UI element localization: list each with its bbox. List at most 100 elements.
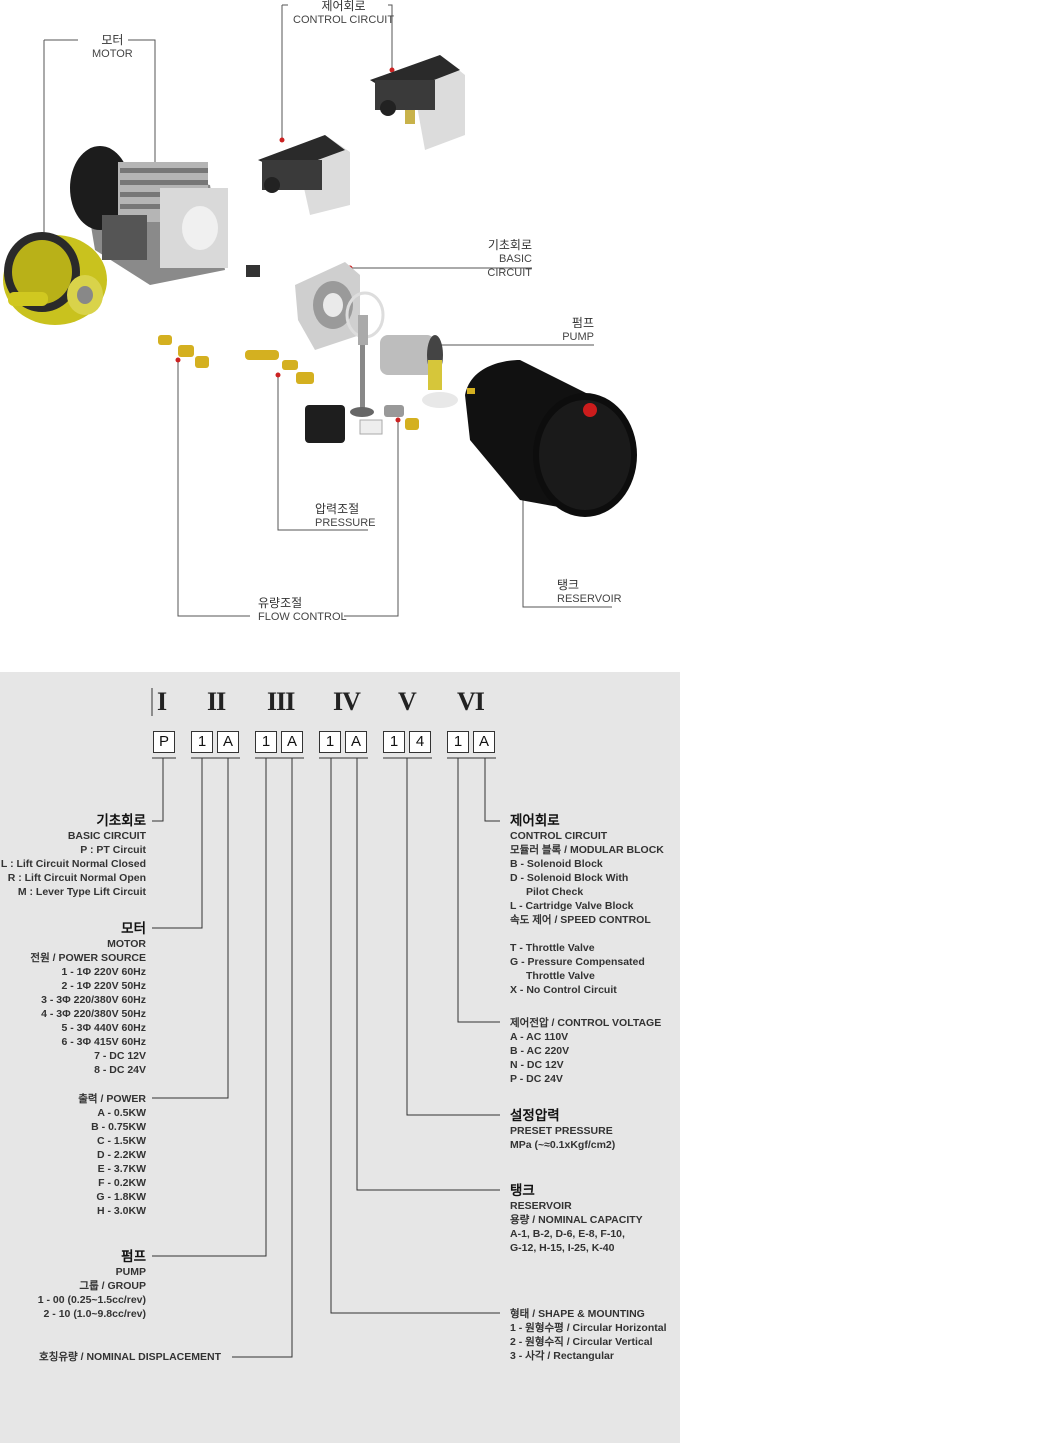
roman-2: II <box>207 687 226 716</box>
callout-flow-control: 유량조절 FLOW CONTROL <box>258 596 347 624</box>
group-shape-mounting: 형태 / SHAPE & MOUNTING 1 - 원형수평 / Circula… <box>510 1307 678 1363</box>
basic-item: M : Lever Type Lift Circuit <box>17 886 146 898</box>
group-pump: 펌프 PUMP 그룹 / GROUP 1 - 00 (0.25~1.5cc/re… <box>0 1249 146 1321</box>
callout-pump-en: PUMP <box>562 331 594 343</box>
code-box-basic: P <box>153 731 175 753</box>
control-sub3: 속도 제어 / SPEED CONTROL <box>510 914 651 926</box>
callout-flow-en: FLOW CONTROL <box>258 611 347 623</box>
pump-title: 펌프 <box>121 1249 146 1264</box>
reservoir-item: A-1, B-2, D-6, E-8, F-10, <box>510 1228 625 1240</box>
control-item2: Throttle Valve <box>526 970 595 982</box>
motor-item: 3 - 3Φ 220/380V 60Hz <box>41 994 146 1006</box>
coupling-part <box>246 265 260 277</box>
motor-sub2: 전원 / POWER SOURCE <box>30 952 146 964</box>
solenoid-valve-part <box>305 405 404 443</box>
callout-pressure-ko: 압력조절 <box>315 502 360 516</box>
motor-end-cover <box>3 232 107 325</box>
reservoir-sub2: 용량 / NOMINAL CAPACITY <box>510 1214 643 1226</box>
displacement-sub: 호칭유량 / NOMINAL DISPLACEMENT <box>39 1351 221 1363</box>
basic-title: 기초회로 <box>96 813 146 828</box>
callout-basic-ko: 기초회로 <box>487 238 532 252</box>
code-box-reservoir-shape: 1 <box>319 731 341 753</box>
power-item: F - 0.2KW <box>98 1177 146 1189</box>
group-displacement: 호칭유량 / NOMINAL DISPLACEMENT <box>0 1350 221 1364</box>
motor-body <box>70 146 228 285</box>
voltage-item: B - AC 220V <box>510 1045 570 1057</box>
group-control-circuit: 제어회로 CONTROL CIRCUIT 모듈러 블록 / MODULAR BL… <box>510 813 678 997</box>
power-item: H - 3.0KW <box>96 1205 146 1217</box>
group-motor: 모터 MOTOR 전원 / POWER SOURCE 1 - 1Φ 220V 6… <box>0 921 146 1077</box>
power-item: G - 1.8KW <box>96 1191 146 1203</box>
roman-1: I <box>157 687 167 716</box>
callout-basic-en: BASIC CIRCUIT <box>487 253 532 279</box>
motor-item: 1 - 1Φ 220V 60Hz <box>61 966 147 978</box>
motor-item: 4 - 3Φ 220/380V 50Hz <box>41 1008 146 1020</box>
pressure-title: 설정압력 <box>510 1108 560 1123</box>
pump-item: 1 - 00 (0.25~1.5cc/rev) <box>37 1294 146 1306</box>
callout-reservoir: 탱크 RESERVOIR <box>557 578 622 606</box>
control-title: 제어회로 <box>510 813 560 828</box>
flow-control-fittings <box>158 335 419 430</box>
callout-motor: 모터 MOTOR <box>92 33 133 61</box>
motor-item: 6 - 3Φ 415V 60Hz <box>61 1036 147 1048</box>
shape-sub: 형태 / SHAPE & MOUNTING <box>510 1308 645 1320</box>
pump-sub2: 그룹 / GROUP <box>79 1280 146 1292</box>
code-box-reservoir-capacity: A <box>345 731 367 753</box>
control-item2: G - Pressure Compensated <box>510 956 645 968</box>
code-box-control-voltage: 1 <box>447 731 469 753</box>
reservoir-sub: RESERVOIR <box>510 1200 572 1212</box>
callout-control-circuit: 제어회로 CONTROL CIRCUIT <box>293 0 394 27</box>
control-sub2: 모듈러 블록 / MODULAR BLOCK <box>510 844 664 856</box>
callout-pressure-en: PRESSURE <box>315 517 376 529</box>
voltage-item: N - DC 12V <box>510 1059 564 1071</box>
reservoir-item: G-12, H-15, I-25, K-40 <box>510 1242 615 1254</box>
roman-3: III <box>267 687 295 716</box>
power-sub: 출력 / POWER <box>78 1093 146 1105</box>
roman-6: VI <box>457 687 485 716</box>
pump-unit <box>380 335 458 408</box>
callout-control-ko: 제어회로 <box>321 0 366 13</box>
code-box-pump-group: 1 <box>255 731 277 753</box>
pump-sub: PUMP <box>115 1266 146 1278</box>
power-item: A - 0.5KW <box>97 1107 146 1119</box>
control-item: Pilot Check <box>526 886 584 898</box>
control-item2: X - No Control Circuit <box>510 984 617 996</box>
callout-basic-circuit: 기초회로 BASIC CIRCUIT <box>462 238 532 280</box>
group-preset-pressure: 설정압력 PRESET PRESSURE MPa (~≈0.1xKgf/cm2) <box>510 1108 678 1152</box>
group-reservoir: 탱크 RESERVOIR 용량 / NOMINAL CAPACITY A-1, … <box>510 1183 678 1255</box>
model-code-panel <box>0 672 680 1443</box>
control-item: D - Solenoid Block With <box>510 872 629 884</box>
exploded-assembly-illustration <box>3 4 637 617</box>
voltage-item: P - DC 24V <box>510 1073 563 1085</box>
basic-item: R : Lift Circuit Normal Open <box>7 872 146 884</box>
callout-control-en: CONTROL CIRCUIT <box>293 14 395 26</box>
roman-4: IV <box>333 687 361 716</box>
control-circuit-block-lower <box>258 135 350 215</box>
control-item2: T - Throttle Valve <box>510 942 595 954</box>
suction-pipe-filter <box>350 315 374 417</box>
pump-item: 2 - 10 (1.0~9.8cc/rev) <box>43 1308 146 1320</box>
control-item: L - Cartridge Valve Block <box>510 900 634 912</box>
power-item: D - 2.2KW <box>96 1149 146 1161</box>
control-sub: CONTROL CIRCUIT <box>510 830 608 842</box>
motor-item: 8 - DC 24V <box>94 1064 146 1076</box>
reservoir-title: 탱크 <box>510 1183 535 1198</box>
group-power: 출력 / POWER A - 0.5KW B - 0.75KW C - 1.5K… <box>0 1092 146 1218</box>
code-box-pressure-1: 1 <box>383 731 405 753</box>
callout-pump-ko: 펌프 <box>571 316 594 330</box>
power-item: C - 1.5KW <box>96 1135 146 1147</box>
basic-item: P : PT Circuit <box>80 844 146 856</box>
shape-item: 2 - 원형수직 / Circular Vertical <box>510 1336 653 1348</box>
code-box-motor-power: A <box>217 731 239 753</box>
roman-5: V <box>398 687 417 716</box>
shape-item: 3 - 사각 / Rectangular <box>510 1350 614 1362</box>
code-box-pump-displacement: A <box>281 731 303 753</box>
basic-circuit-manifold <box>295 262 385 350</box>
basic-item: L : Lift Circuit Normal Closed <box>0 858 146 870</box>
code-box-control-circuit: A <box>473 731 495 753</box>
callout-motor-en: MOTOR <box>92 48 133 60</box>
motor-item: 5 - 3Φ 440V 60Hz <box>61 1022 147 1034</box>
pressure-item: MPa (~≈0.1xKgf/cm2) <box>510 1139 616 1151</box>
control-circuit-block-upper <box>370 55 465 150</box>
motor-title: 모터 <box>121 921 146 936</box>
